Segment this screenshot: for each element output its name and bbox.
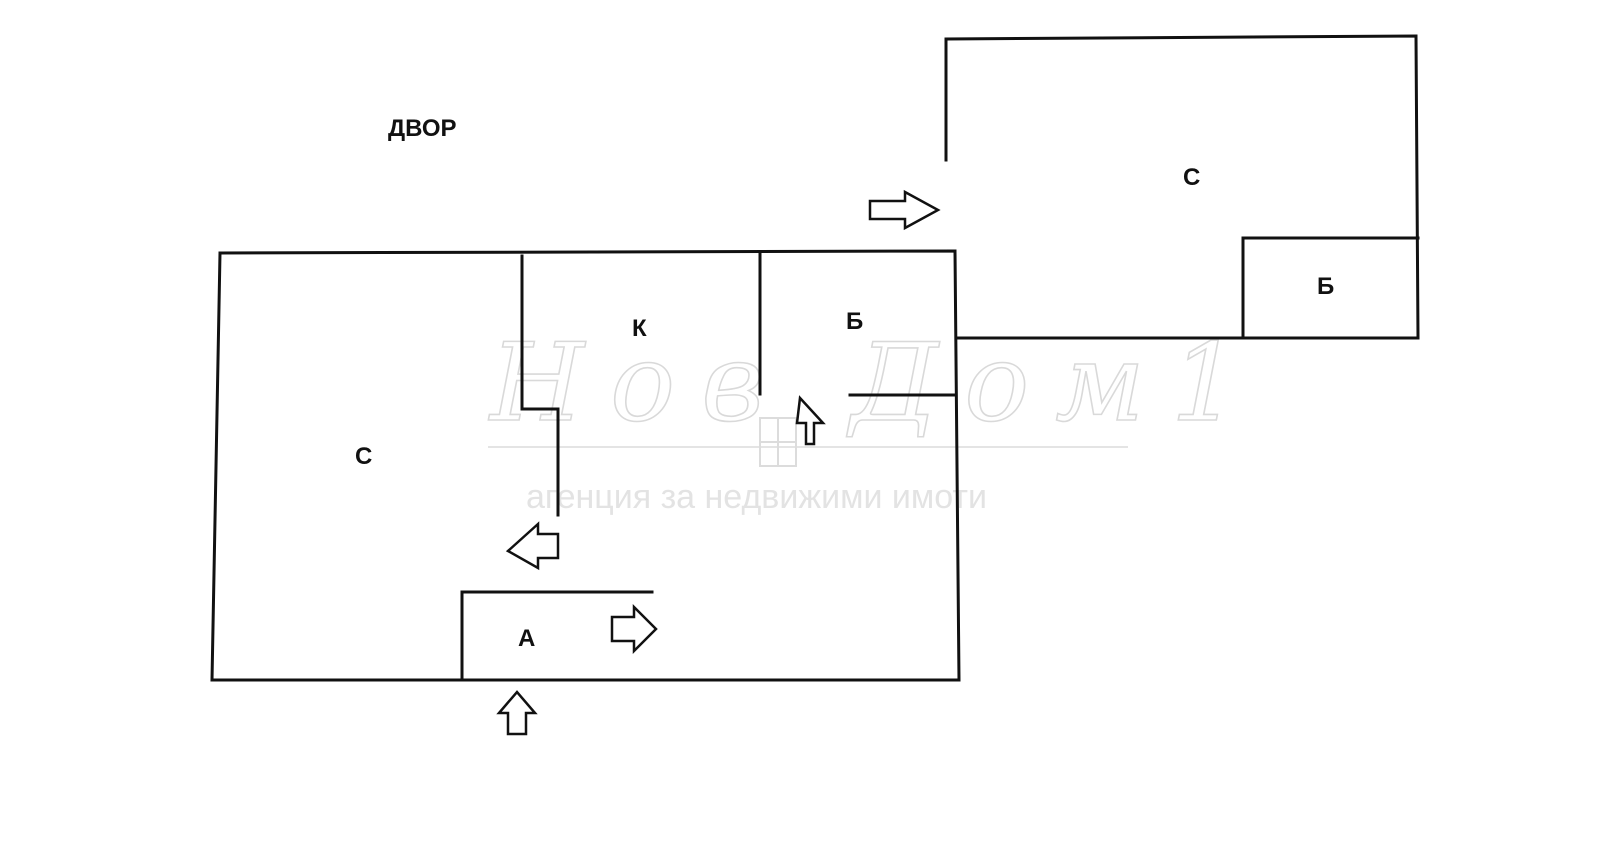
kitchen-label: К [632,315,647,342]
annex-room-label: С [1183,164,1200,191]
room-labels: ДВОР С К Б А С Б [355,115,1334,652]
arrow-up-icon [795,395,826,446]
kitchen-left-wall [520,254,560,517]
main-unit-walls [210,249,961,682]
movement-arrows [496,189,941,736]
annex-unit-walls [944,34,1420,340]
house-logo-icon [759,417,797,467]
watermark-logo-text: Нов Дом1 [488,321,1265,446]
arrow-right-icon [610,603,658,655]
main-unit-outline [210,249,961,682]
annex-bathroom-wall [1241,236,1420,340]
entrance-hall-wall [460,590,654,682]
living-room-label: С [355,443,372,470]
bathroom-label: Б [846,308,863,335]
arrow-left-icon [505,521,560,571]
entrance-hall-label: А [518,625,535,652]
arrow-right-icon [868,189,941,231]
watermark: Нов Дом1 агенция за недвижими имоти [487,320,1265,516]
arrow-up-icon [496,690,538,736]
annex-outline [944,34,1420,340]
annex-bathroom-label: Б [1317,273,1334,300]
yard-label: ДВОР [388,115,457,142]
watermark-tagline: агенция за недвижими имоти [526,478,987,516]
